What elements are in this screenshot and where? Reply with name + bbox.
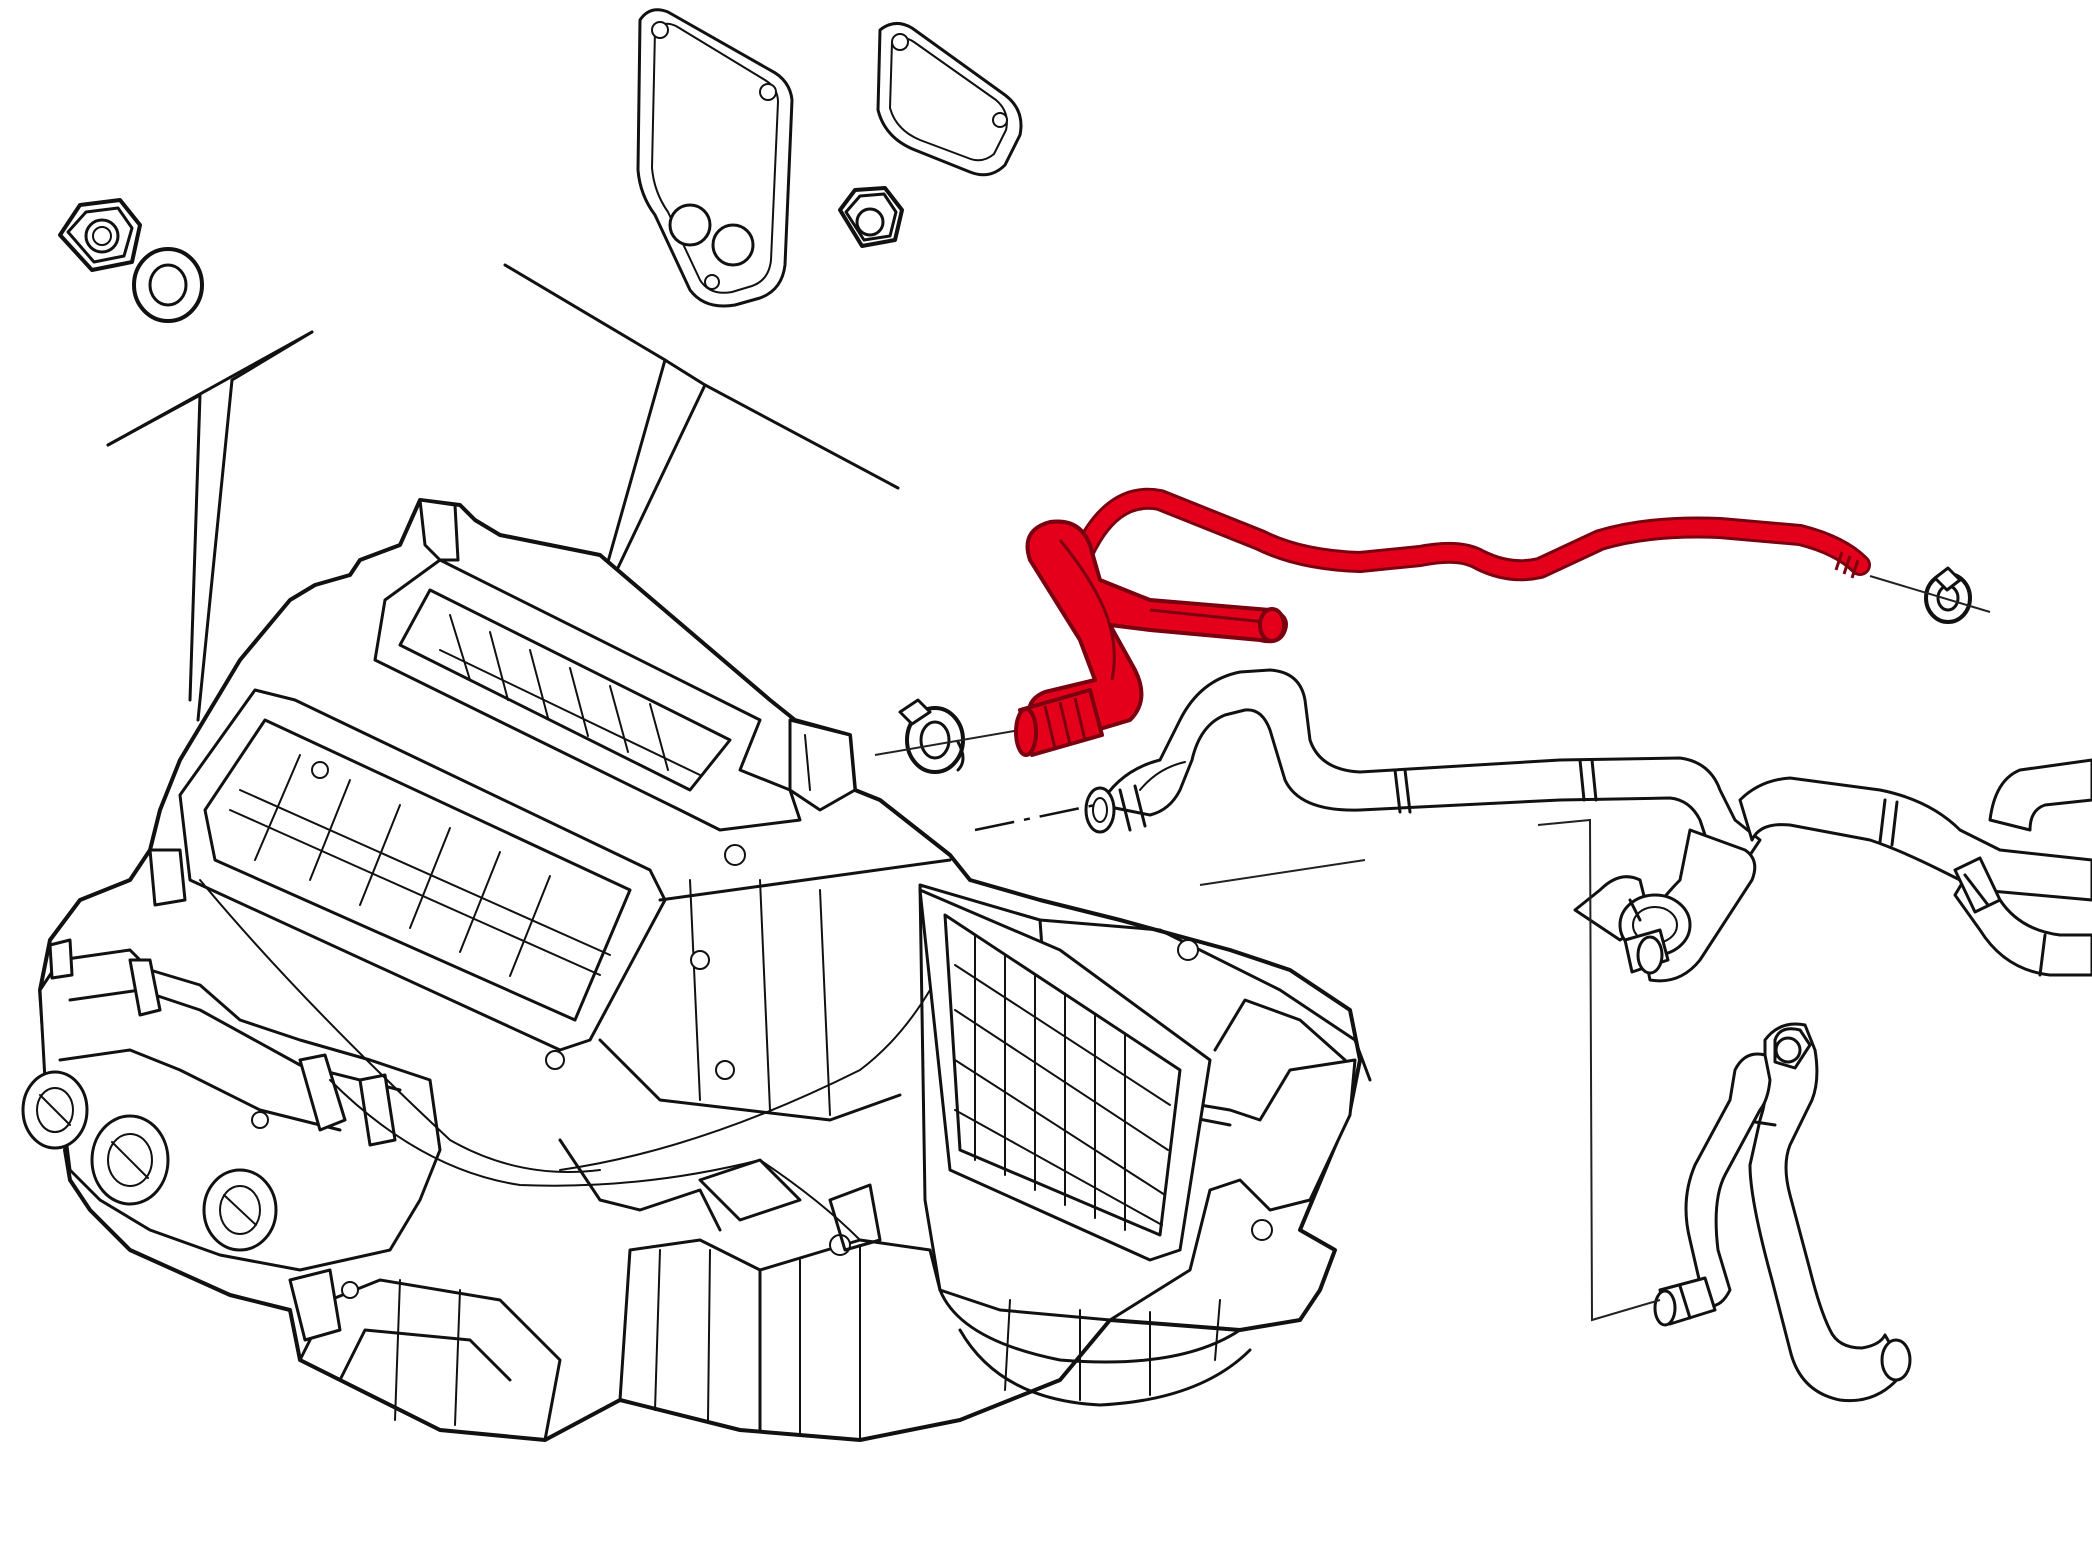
hvac-heater-unit (21, 498, 1372, 1442)
gasket-small (876, 22, 1023, 177)
hex-nut-left (58, 198, 142, 272)
leader-lines (106, 263, 900, 722)
heater-hose-assembly (1084, 668, 2092, 983)
gasket-large (636, 8, 794, 308)
hex-nut-center (838, 186, 904, 248)
hose-clamp-right (1869, 566, 1991, 624)
side-grille (954, 934, 1171, 1231)
reference-lines (974, 803, 1661, 1322)
drain-hose (1014, 487, 1871, 757)
front-vent-louvers (229, 754, 611, 977)
rear-vent-louvers (439, 614, 701, 776)
hose-clamp-center (874, 698, 1021, 774)
coolant-pipe-lower (1653, 1022, 1912, 1403)
washer-left (132, 247, 204, 323)
